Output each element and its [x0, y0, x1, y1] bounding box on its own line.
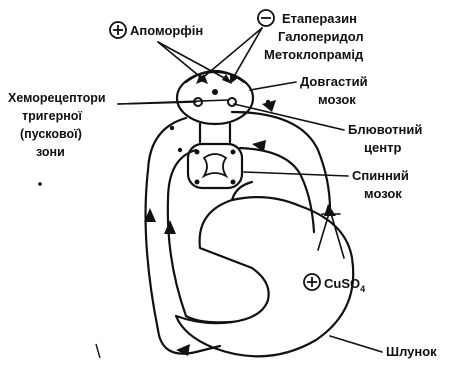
cuso4-base: CuSO: [324, 276, 360, 291]
cuso4-subscript: 4: [360, 284, 365, 294]
spinal-cord-label-line1: Спинний: [352, 168, 409, 183]
metoclopramide-label: Метоклопрамід: [264, 47, 364, 62]
medulla-label-line1: Довгастий: [300, 74, 368, 89]
apomorphine-label-group: Апоморфін: [110, 22, 203, 38]
chemoreceptor-label-line2: тригерної: [22, 109, 82, 123]
chemoreceptor-label-group: Хеморецептори тригерної (пускової) зони: [8, 91, 228, 159]
cuso4-label: CuSO4: [324, 276, 365, 294]
etaperazine-label: Етаперазин: [282, 11, 357, 26]
vomiting-center-label-line1: Блювотний: [348, 122, 422, 137]
antagonists-label-group: Етаперазин Галоперидол Метоклопрамід: [258, 10, 364, 62]
stomach-label: Шлунок: [386, 344, 437, 359]
stomach-label-group: Шлунок: [330, 336, 437, 359]
haloperidol-label: Галоперидол: [278, 29, 364, 44]
apomorphine-label: Апоморфін: [130, 23, 203, 38]
medulla-label-line2: мозок: [318, 92, 356, 107]
chemoreceptor-label-line3: (пускової): [20, 127, 82, 141]
chemoreceptor-label-line1: Хеморецептори: [8, 91, 106, 105]
neural-pathways: [144, 100, 330, 356]
spinal-cord-label-line2: мозок: [364, 186, 402, 201]
vomiting-center-label-line2: центр: [364, 140, 401, 155]
chemoreceptor-label-line4: зони: [36, 145, 65, 159]
scan-artifacts: [38, 182, 100, 358]
